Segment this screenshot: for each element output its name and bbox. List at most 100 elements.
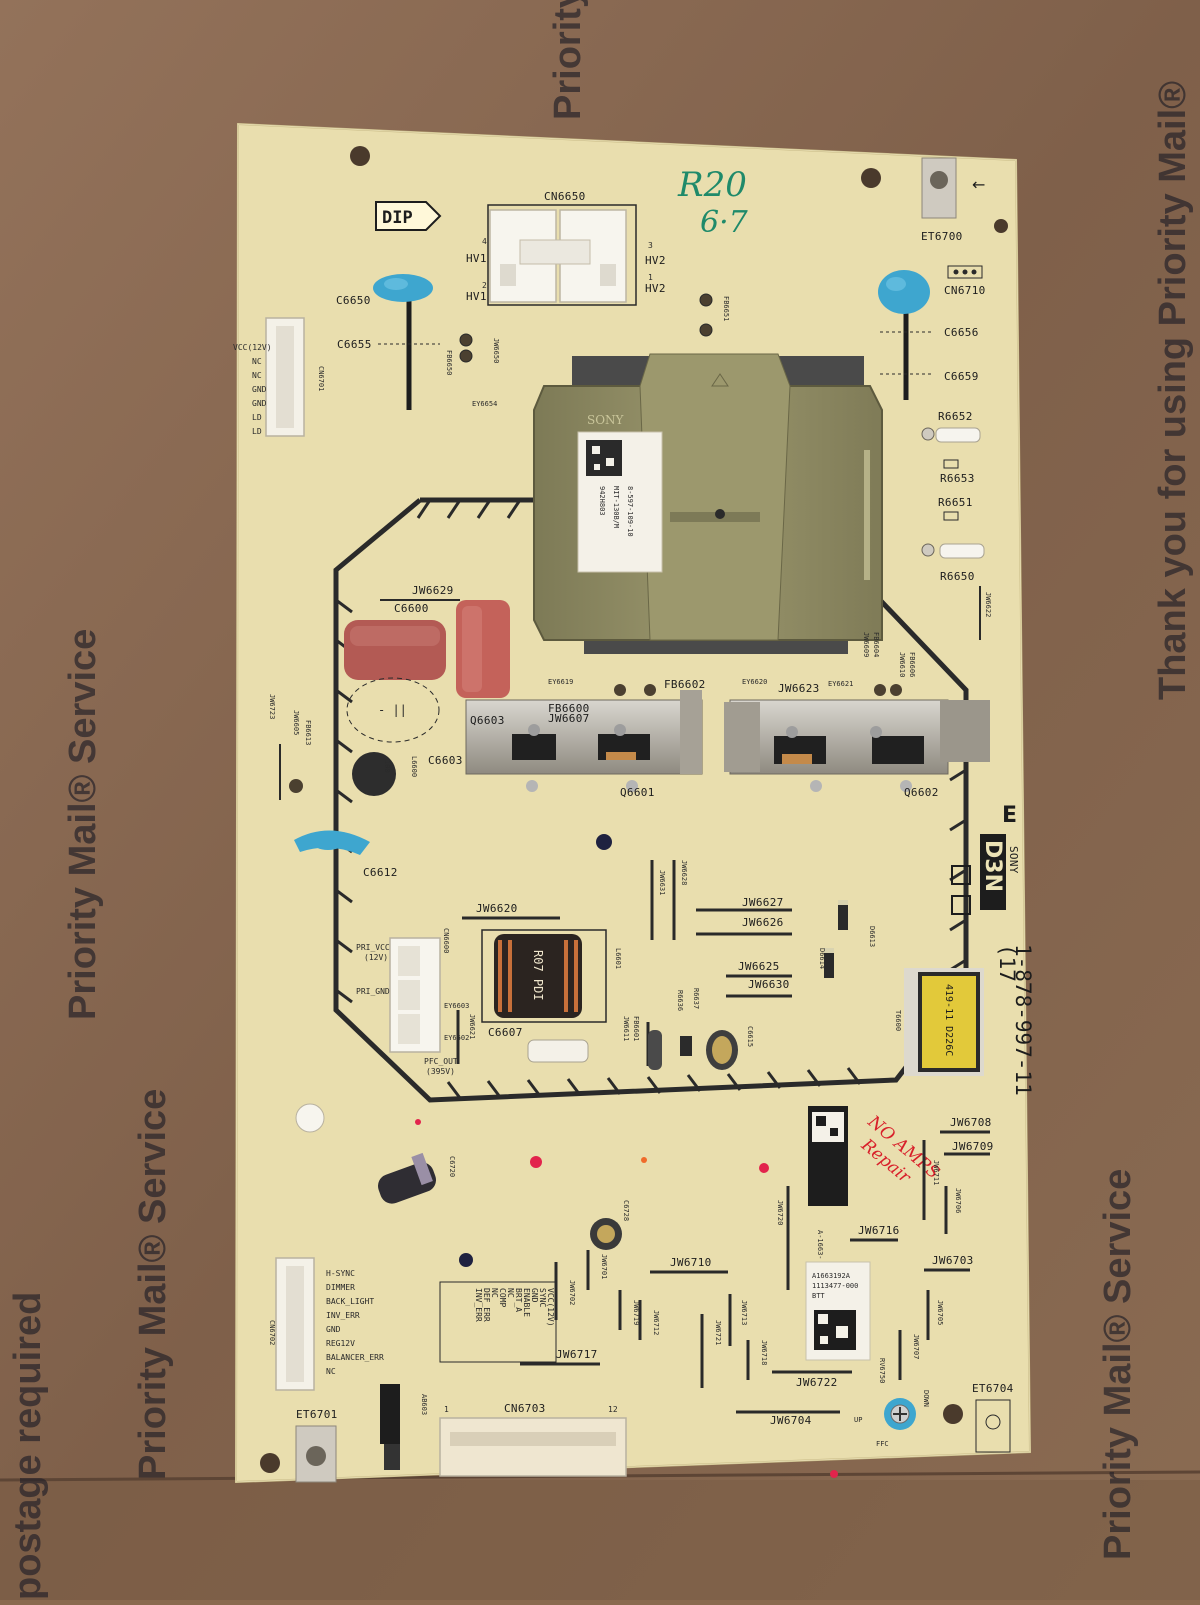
cn6702-pin: H-SYNC <box>326 1269 355 1278</box>
ey6603-label: EY6603 <box>444 1002 469 1010</box>
cn6703-pin: VCC(12V) <box>546 1288 555 1327</box>
cn6701-pin: LD <box>252 427 262 436</box>
jw6716-label: JW6716 <box>858 1224 900 1237</box>
mount-hole <box>350 146 370 166</box>
jw6607-label: JW6607 <box>548 712 590 725</box>
cn6600-label: CN6600 <box>442 928 450 953</box>
t6600-label: T6600 <box>894 1010 902 1031</box>
note-6-7: 6·7 <box>700 205 749 240</box>
svg-text:100: 100 <box>383 760 391 773</box>
jw6630-label: JW6630 <box>748 978 790 991</box>
hv1-label: HV1 <box>466 252 487 265</box>
jw6622-label: JW6622 <box>984 592 992 617</box>
ferrite-beads <box>459 293 713 363</box>
note-r20: R20 <box>677 165 747 205</box>
cn6650-connector: CN6650 HV1 HV1 HV2 HV2 4 2 3 1 <box>466 190 666 306</box>
down-label: DOWN <box>922 1390 930 1407</box>
box-flap <box>0 1480 1200 1600</box>
jw6717-label: JW6717 <box>556 1348 598 1361</box>
c6607-label: C6607 <box>488 1026 523 1039</box>
transformer-t6600: 419-11 D226C T6600 <box>894 968 984 1076</box>
ey6620-label: EY6620 <box>742 678 767 686</box>
jw6701-label: JW6701 <box>600 1254 608 1279</box>
cn6650-label: CN6650 <box>544 190 586 203</box>
ey6654-label: EY6654 <box>472 400 497 408</box>
up-label: UP <box>854 1416 862 1424</box>
jw6626-label: JW6626 <box>742 916 784 929</box>
pin-number: 2 <box>482 281 487 290</box>
q6603-label: Q6603 <box>470 714 505 727</box>
cn6710-label: CN6710 <box>944 284 986 297</box>
q6602-label: Q6602 <box>904 786 939 799</box>
fb6601-label: FB6601 <box>632 1016 640 1041</box>
box-print-group: Priority Mail® Service Priority Mail® Se… <box>7 0 1194 1600</box>
cn6710-connector: CN6710 <box>944 265 986 297</box>
c6728-label: C6728 <box>622 1200 630 1221</box>
e-mark: E <box>1002 803 1017 828</box>
mount-hole <box>994 219 1008 233</box>
trim-pot-rv6750: RV6750 UP DOWN FFC <box>854 1358 930 1448</box>
et6701-label: ET6701 <box>296 1408 338 1421</box>
c6615-label: C6615 <box>746 1026 754 1047</box>
c6659-label: C6659 <box>944 370 979 383</box>
dip-logo: DIP <box>375 201 442 231</box>
transformer-label-3: 942H803 <box>598 486 606 516</box>
box-print-left-3: postage required <box>7 1292 49 1600</box>
jw6621-label: JW6621 <box>468 1014 476 1039</box>
jw6706-label: JW6706 <box>954 1188 962 1213</box>
mount-hole <box>943 1404 963 1424</box>
r6653-label: R6653 <box>940 472 975 485</box>
assembly-code: A-1663- <box>816 1230 824 1260</box>
jw6710-label: JW6710 <box>670 1256 712 1269</box>
jw6629-label: JW6629 <box>412 584 454 597</box>
cn6703-pin: COMP <box>498 1288 507 1307</box>
jw6702-label: JW6702 <box>568 1280 576 1305</box>
cn6703-label: CN6703 <box>504 1402 546 1415</box>
barcode-sticker-1 <box>808 1106 848 1206</box>
fb6602-label: FB6602 <box>664 678 706 691</box>
pfc-coil-l6601: R07 PDI L6601 C6607 <box>481 929 622 1063</box>
jw6705-label: JW6705 <box>936 1300 944 1325</box>
cn6702-pin: REG12V <box>326 1339 355 1348</box>
jw6605-label: JW6605 <box>292 710 300 735</box>
ffc-label: FFC <box>876 1440 889 1448</box>
heatsink-left: Q6603 FB6600 JW6607 FB6602 Q6601 <box>465 678 706 799</box>
t6600-text: 419-11 D226C <box>943 984 954 1056</box>
cn6703-legend: VCC(12V) SYNC GND ENABLE BRT_A NC COMP N… <box>439 1281 557 1363</box>
jw6610-label: JW6610 <box>898 652 906 677</box>
cn6701-connector: CN6701 VCC(12V) NC NC GND GND LD LD <box>233 317 325 437</box>
c6656-label: C6656 <box>944 326 979 339</box>
et6704-label: ET6704 <box>972 1382 1014 1395</box>
jw6609-label: JW6609 <box>862 632 870 657</box>
box-print-top-1: Priority Mail® Service <box>547 0 589 120</box>
handwritten-note-green: R20 6·7 <box>677 165 749 240</box>
jumper-wires <box>456 860 792 1066</box>
et6700-label: ET6700 <box>921 230 963 243</box>
board-brand-block: E SONY D3N (17 1-878-997-11 <box>951 803 1035 1096</box>
et6704-terminal: ET6704 <box>972 1382 1014 1453</box>
l6601-label: L6601 <box>614 948 622 969</box>
jw6711-label: JW6711 <box>932 1160 940 1185</box>
cn6600-pin: PRI_VCC <box>356 943 390 952</box>
ey6619-label: EY6619 <box>548 678 573 686</box>
fb6613-label: FB6613 <box>304 720 312 745</box>
jw6704-label: JW6704 <box>770 1414 812 1427</box>
jw6703-label: JW6703 <box>932 1254 974 1267</box>
box-print-right-2: Priority Mail® Service <box>1097 1169 1139 1560</box>
cap-c6720: C6720 <box>377 1152 456 1204</box>
hv2-label: HV2 <box>645 254 666 267</box>
dip-logo-text: DIP <box>382 208 413 228</box>
inductor-l6600: 100 L6600 C6603 <box>352 752 462 796</box>
c6612-label: C6612 <box>363 866 398 879</box>
cn6702-connector: CN6702 H-SYNC DIMMER BACK_LIGHT INV_ERR … <box>268 1257 384 1391</box>
jw6707-label: JW6707 <box>912 1334 920 1359</box>
jw6625-label: JW6625 <box>738 960 780 973</box>
cn6702-label: CN6702 <box>268 1320 276 1345</box>
fuse <box>648 1030 662 1070</box>
jw6708-label: JW6708 <box>950 1116 992 1129</box>
cn6702-pin: BACK_LIGHT <box>326 1297 374 1306</box>
pin-number: 4 <box>482 237 487 246</box>
jw6712-label: JW6712 <box>652 1310 660 1335</box>
